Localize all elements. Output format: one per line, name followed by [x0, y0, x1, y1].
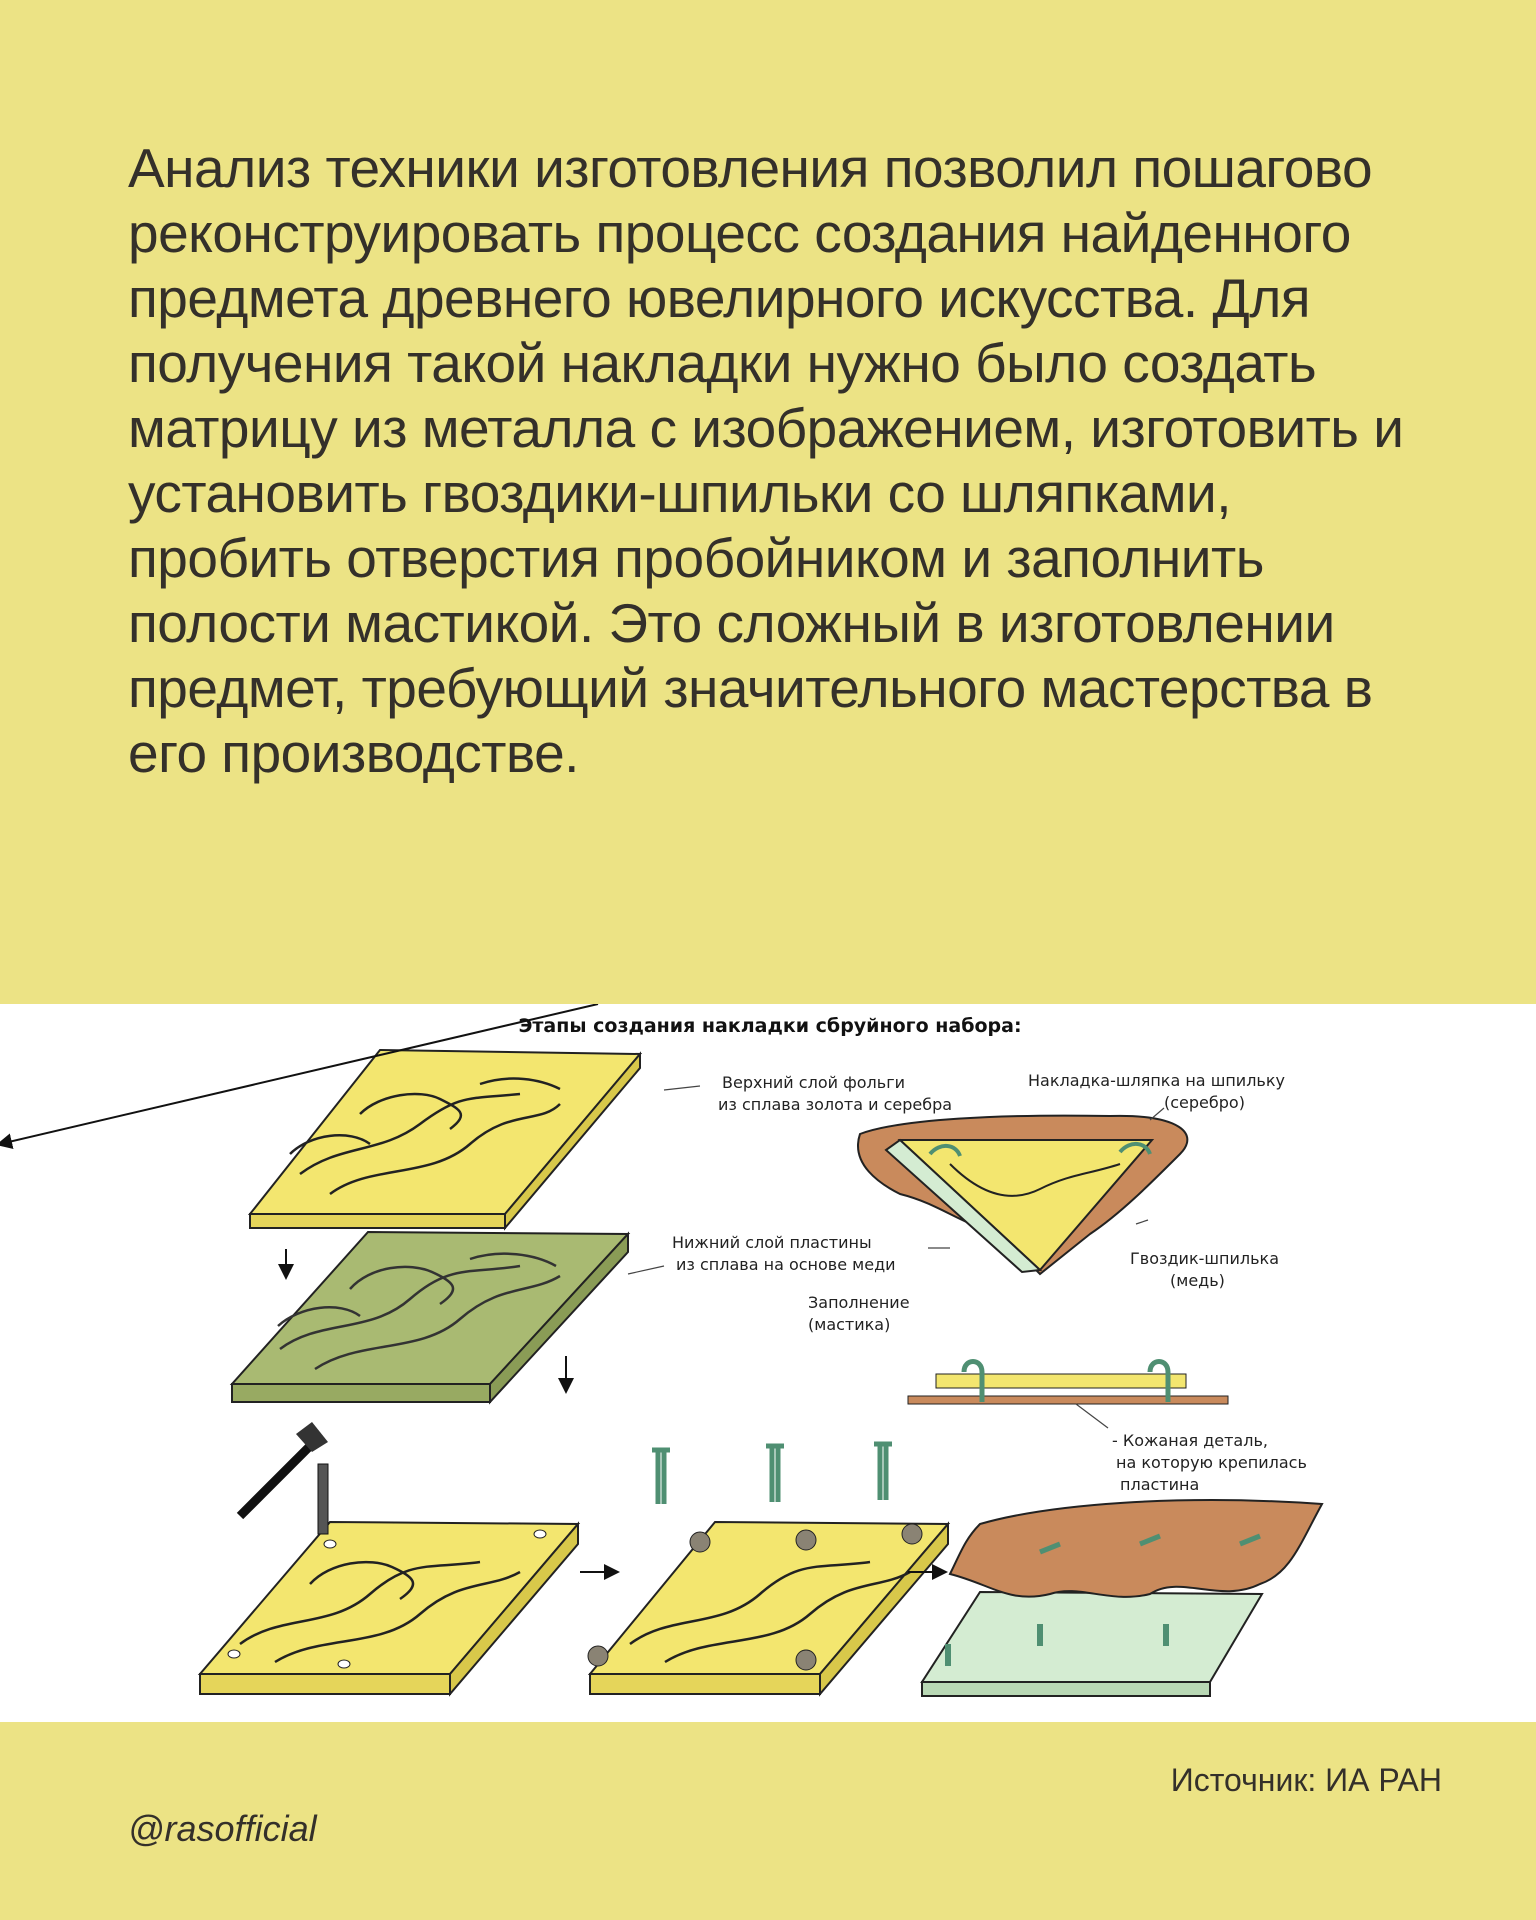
nailing-stage [587, 1520, 951, 1697]
source-credit: Источник: ИА РАН [1170, 1762, 1442, 1798]
cross-section-wedge [857, 1114, 1189, 1276]
label-leather-1: - Кожаная деталь, [1112, 1431, 1268, 1450]
leader-lines [627, 1085, 1165, 1429]
label-cap-2: (серебро) [1164, 1093, 1245, 1112]
intro-paragraph: Анализ техники изготовления позволил пош… [128, 137, 1404, 784]
label-leather-2: на которую крепилась [1116, 1453, 1307, 1472]
label-bottom-plate-2: из сплава на основе меди [676, 1255, 896, 1274]
label-nail-2: (медь) [1170, 1271, 1225, 1290]
label-leather-3: пластина [1120, 1475, 1199, 1494]
side-profile [907, 1359, 1229, 1405]
gold-foil-layer [247, 1048, 643, 1231]
label-nail-1: Гвоздик-шпилька [1130, 1249, 1279, 1268]
label-top-foil-2: из сплава золота и серебра [718, 1095, 952, 1114]
label-filling-2: (мастика) [808, 1315, 890, 1334]
social-handle[interactable]: @rasofficial [128, 1808, 317, 1849]
label-top-foil-1: Верхний слой фольги [722, 1073, 905, 1092]
leather-assembly [920, 1499, 1324, 1697]
diagram-title: Этапы создания накладки сбруйного набора… [518, 1015, 1021, 1037]
process-diagram: Этапы создания накладки сбруйного набора… [0, 1004, 1536, 1722]
label-bottom-plate-1: Нижний слой пластины [672, 1233, 872, 1252]
nail-pins [652, 1441, 892, 1504]
label-filling-1: Заполнение [808, 1293, 910, 1312]
punching-stage [197, 1422, 581, 1697]
copper-plate-layer [229, 1230, 631, 1405]
label-cap-1: Накладка-шляпка на шпильку [1028, 1071, 1285, 1090]
